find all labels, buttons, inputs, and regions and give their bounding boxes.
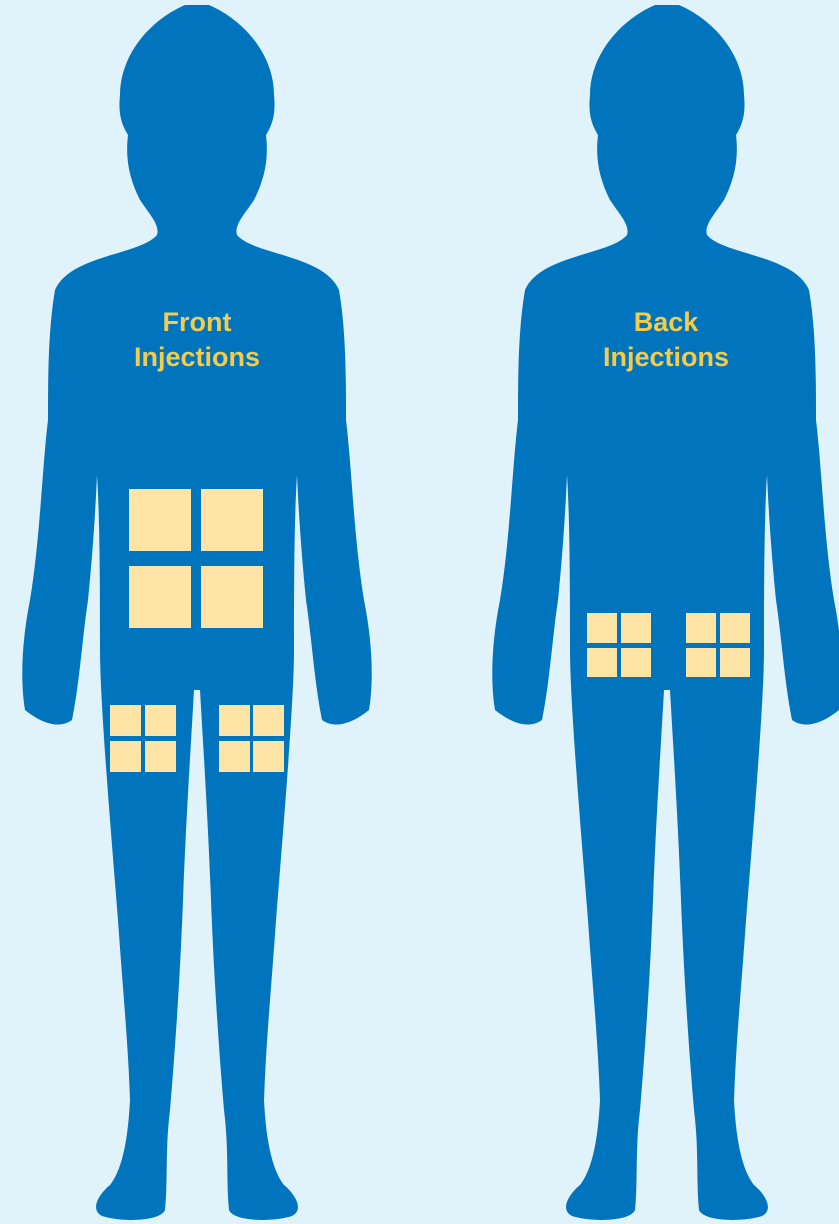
front-label-line2: Injections (87, 340, 307, 375)
front-injections-label: Front Injections (87, 305, 307, 375)
back-body-silhouette (492, 5, 839, 1220)
front-body-silhouette (22, 5, 371, 1220)
back-label-line1: Back (556, 305, 776, 340)
back-injections-label: Back Injections (556, 305, 776, 375)
front-label-line1: Front (87, 305, 307, 340)
back-label-line2: Injections (556, 340, 776, 375)
